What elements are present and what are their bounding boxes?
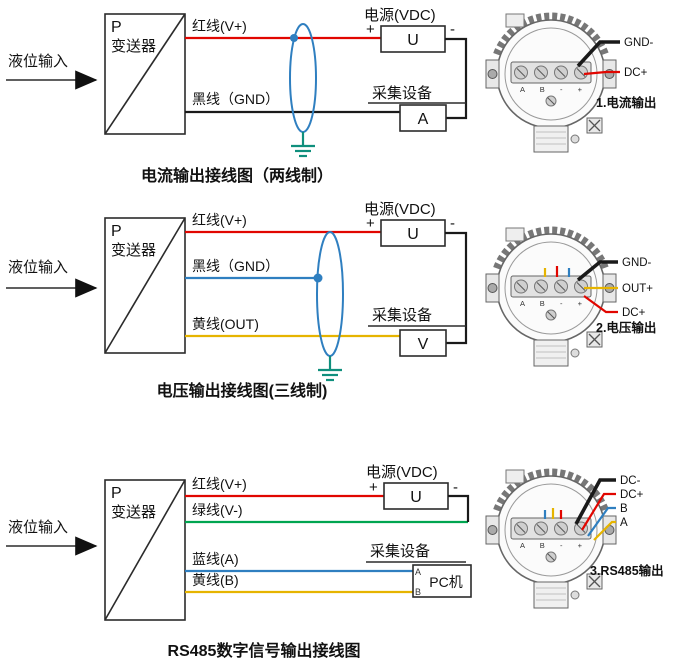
transmitter-letter: P — [111, 223, 122, 240]
green-wire-label: 绿线(V-) — [192, 502, 243, 518]
power-box — [380, 25, 446, 53]
red-wire-label: 红线(V+) — [192, 18, 247, 34]
cable-shield — [289, 23, 317, 158]
transmitter-block: P 变送器 — [104, 479, 186, 621]
device-terminal-label: DC+ — [620, 489, 644, 501]
collector-unit: V — [418, 336, 429, 353]
transmitter-block: P 变送器 — [104, 217, 186, 354]
return-wire — [448, 494, 470, 522]
collector-unit: PC机 — [429, 574, 462, 590]
collector-title: 采集设备 — [372, 85, 432, 102]
transmitter-diagonal — [104, 217, 186, 354]
collector-unit: A — [418, 111, 429, 128]
input-label: 液位输入 — [8, 53, 68, 70]
device-red-wire — [583, 70, 620, 76]
collector-box — [412, 564, 472, 598]
yellow-wire-label: 黄线(OUT) — [192, 316, 259, 332]
section-caption: 电流输出接线图（两线制） — [141, 166, 333, 185]
transmitter-block: P 变送器 — [104, 13, 186, 135]
black-wire-label: 黑线（GND） — [192, 91, 279, 107]
power-title: 电源(VDC) — [366, 464, 438, 481]
power-unit: U — [407, 32, 419, 49]
power-title: 电源(VDC) — [364, 7, 436, 24]
section-voltage-output: 液位输入 P 变送器 红线(V+) 黑线（GND） 黄线(OUT) 电源(VDC… — [6, 201, 656, 400]
power-supply: 电源(VDC) + U - — [366, 464, 458, 510]
transmitter-diagonal — [104, 479, 186, 621]
section-current-output: 液位输入 P 变送器 红线(V+) 黑线（GND） 电源(VDC) + U - — [6, 7, 656, 185]
power-supply: 电源(VDC) + U - — [364, 7, 455, 53]
power-title: 电源(VDC) — [364, 201, 436, 218]
device-terminal-label: DC+ — [624, 67, 648, 79]
power-minus: - — [450, 215, 455, 232]
device-illustration-1: GND- DC+ 1.电流输出 — [486, 14, 656, 152]
collector-title: 采集设备 — [370, 543, 430, 560]
gnd-wire-label: 黑线（GND） — [192, 258, 279, 274]
device-terminal-label: B — [620, 503, 628, 515]
transmitter-name: 变送器 — [111, 242, 156, 259]
section-caption: 电压输出接线图(三线制) — [157, 381, 328, 400]
device-terminal-label: GND- — [622, 257, 652, 269]
device-terminal-label: OUT+ — [622, 283, 653, 295]
transmitter-letter: P — [111, 19, 122, 36]
device-terminal-label: DC- — [620, 475, 641, 487]
power-plus: + — [366, 21, 375, 38]
collector-device: 采集设备 A — [368, 85, 466, 132]
device-terminal-label: DC+ — [622, 307, 646, 319]
return-wire — [445, 37, 468, 120]
transmitter-name: 变送器 — [111, 38, 156, 55]
shield-ellipse — [316, 231, 344, 357]
device-blue-wire — [587, 506, 616, 537]
collector-port-b: B — [415, 587, 421, 597]
yellow-wire-label: 黄线(B) — [192, 572, 239, 588]
shield-junction-dot — [290, 34, 298, 42]
transmitter-name: 变送器 — [111, 504, 156, 521]
power-plus: + — [369, 479, 378, 496]
device-black-cable — [576, 40, 620, 68]
power-minus: - — [453, 479, 458, 496]
device-terminal-label: A — [620, 517, 628, 529]
device-black-cable — [574, 478, 616, 525]
collector-port-a: A — [415, 567, 421, 577]
collector-device: 采集设备 A B PC机 — [366, 543, 472, 598]
collector-device: 采集设备 V — [368, 307, 466, 357]
device-yellow-wire — [593, 520, 616, 541]
red-wire-label: 红线(V+) — [192, 476, 247, 492]
cable-shield — [316, 231, 344, 382]
power-supply: 电源(VDC) + U - — [364, 201, 455, 247]
device-black-cable — [576, 260, 618, 282]
device-red-wire — [581, 492, 616, 531]
red-wire-label: 红线(V+) — [192, 212, 247, 228]
power-plus: + — [366, 215, 375, 232]
device-red-wire — [583, 295, 618, 314]
device-caption: 3.RS485输出 — [590, 563, 664, 578]
power-minus: - — [450, 21, 455, 38]
device-illustration-2: GND- OUT+ DC+ 2.电压输出 — [486, 228, 656, 366]
collector-box — [399, 329, 447, 357]
transmitter-diagonal — [104, 13, 186, 135]
blue-wire-label: 蓝线(A) — [192, 551, 239, 567]
device-caption: 1.电流输出 — [596, 95, 656, 110]
input-label: 液位输入 — [8, 519, 68, 536]
return-wire — [445, 231, 468, 345]
section-rs485-output: 液位输入 P 变送器 红线(V+) 绿线(V-) 蓝线(A) 黄线(B) 电源(… — [6, 464, 664, 660]
power-box — [383, 482, 449, 510]
power-unit: U — [407, 226, 419, 243]
device-illustration-3: DC- DC+ B A 3.RS485输出 — [486, 470, 664, 608]
section-caption: RS485数字信号输出接线图 — [168, 641, 361, 660]
transmitter-letter: P — [111, 485, 122, 502]
power-unit: U — [410, 489, 422, 506]
input-label: 液位输入 — [8, 259, 68, 276]
collector-title: 采集设备 — [372, 307, 432, 324]
collector-box — [399, 104, 447, 132]
power-box — [380, 219, 446, 247]
device-terminal-label: GND- — [624, 37, 654, 49]
device-caption: 2.电压输出 — [596, 320, 656, 335]
